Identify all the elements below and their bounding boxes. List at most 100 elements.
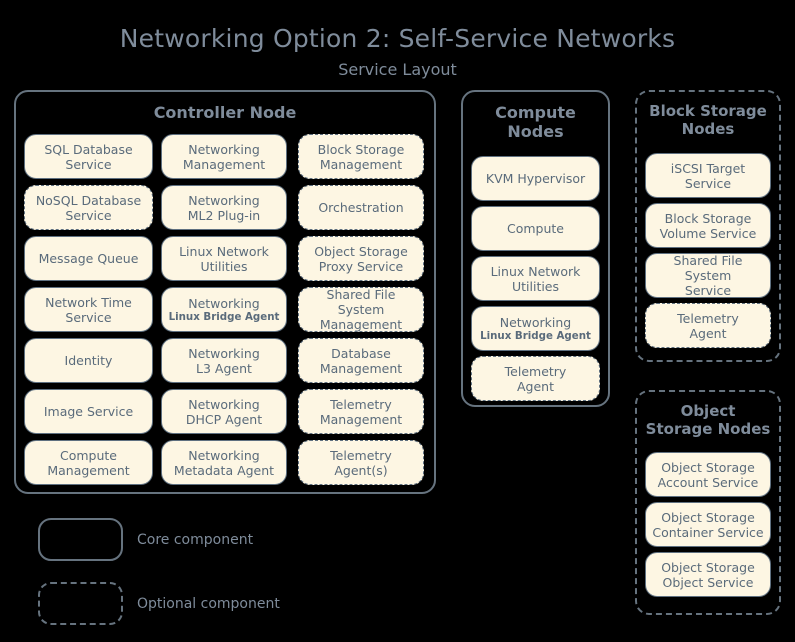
service-label-line2: Linux Bridge Agent	[480, 329, 591, 342]
service-label-line2: Account Service	[657, 474, 759, 490]
service-label-line2: Management	[319, 317, 403, 332]
service-label-line1: Object Storage	[661, 459, 755, 475]
service-label-line1: Networking	[188, 396, 260, 412]
group-title-block-storage-nodes: Block Storage Nodes	[649, 102, 767, 138]
service-label-line2: Service	[684, 283, 732, 298]
service-label-line1: Object Storage	[661, 509, 755, 525]
service-label-line2: Metadata Agent	[173, 462, 275, 478]
group-title-controller-node: Controller Node	[153, 103, 297, 122]
service-label-line2: ML2 Plug-in	[187, 207, 261, 223]
legend-core-swatch	[38, 518, 123, 561]
service-label-line1: SQL Database	[44, 141, 133, 157]
service-label-line2: Utilities	[511, 278, 560, 294]
service-label-line1: Linux Network	[490, 263, 581, 279]
service-label-line1: Networking	[499, 314, 572, 330]
service-label-line1: Orchestration	[318, 200, 404, 215]
service-label-line2: Service	[65, 207, 112, 223]
service-label-line2: Agent(s)	[334, 462, 388, 478]
service-label-line2: Container Service	[652, 524, 764, 540]
service-label-line1: Network Time	[45, 294, 132, 310]
service-label-line2: Agent	[516, 378, 554, 394]
service-label-line2: Management	[182, 156, 266, 172]
service-label-line2: Service	[65, 156, 112, 172]
legend-optional-swatch	[38, 582, 123, 625]
service-box-orchestration[interactable]: Orchestration	[298, 185, 424, 230]
service-box-identity[interactable]: Identity	[24, 338, 153, 383]
service-label-line2: L3 Agent	[196, 360, 252, 376]
service-label-line1: Telemetry	[330, 396, 392, 412]
service-label-line1: Telemetry	[330, 447, 392, 463]
service-label-line2: Management	[319, 156, 403, 172]
service-label-line1: Compute	[506, 221, 564, 236]
service-box-message-queue[interactable]: Message Queue	[24, 236, 153, 281]
service-label-line1: KVM Hypervisor	[485, 171, 586, 186]
service-label-line2: Management	[319, 411, 403, 427]
service-label-line2: Linux Bridge Agent	[168, 310, 280, 323]
service-label-line1: Identity	[64, 353, 113, 368]
service-label-line1: Networking	[188, 345, 260, 361]
service-label-line1: Compute	[59, 447, 117, 463]
service-box-compute-compute[interactable]: Compute	[471, 206, 600, 251]
service-label-line2: Utilities	[200, 258, 248, 274]
page-subtitle: Service Layout	[338, 60, 457, 79]
service-label-line2: DHCP Agent	[185, 411, 263, 427]
service-label-line2: Service	[65, 309, 112, 325]
service-label-line1: Message Queue	[38, 251, 139, 266]
service-label-line1: Object Storage	[314, 243, 408, 259]
service-label-line2: Object Service	[662, 574, 754, 590]
service-label-line1: iSCSI Target	[670, 160, 746, 176]
service-label-line2: Volume Service	[659, 225, 757, 241]
service-label-line1: Networking	[188, 192, 260, 208]
service-label-line2: Service	[684, 175, 732, 191]
service-label-line1: Networking	[188, 295, 260, 311]
page-title: Networking Option 2: Self-Service Networ…	[119, 24, 676, 53]
service-label-line1: Block Storage	[317, 141, 405, 157]
service-box-compute-kvm-hypervisor[interactable]: KVM Hypervisor	[471, 156, 600, 201]
group-title-object-storage-nodes: Object Storage Nodes	[645, 402, 771, 438]
legend-optional-label: Optional component	[137, 596, 280, 612]
service-label-line1: Linux Network	[179, 243, 269, 259]
service-label-line1: Networking	[188, 141, 260, 157]
service-label-line1: Image Service	[43, 404, 134, 419]
service-label-line1: Object Storage	[661, 559, 755, 575]
service-label-line1: Telemetry	[677, 310, 739, 326]
service-box-image-service[interactable]: Image Service	[24, 389, 153, 434]
service-label-line2: Management	[319, 360, 403, 376]
service-label-line1: Telemetry	[504, 363, 567, 379]
service-label-line2: Proxy Service	[318, 258, 404, 274]
service-label-line1: Shared File System	[673, 253, 743, 283]
service-label-line2: Management	[47, 462, 130, 478]
service-label-line1: Database	[331, 345, 391, 361]
service-label-line2: Agent	[689, 325, 727, 341]
service-label-line1: Block Storage	[664, 210, 752, 226]
service-label-line1: Networking	[188, 447, 260, 463]
